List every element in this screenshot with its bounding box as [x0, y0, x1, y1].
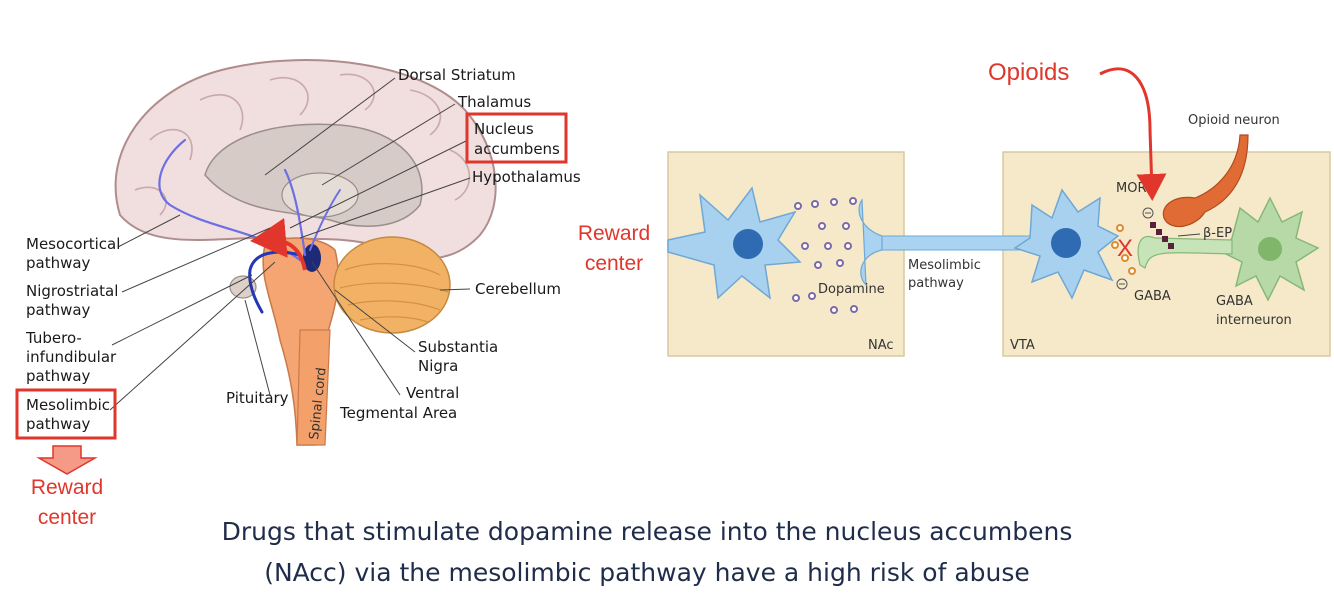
gaba-nucleus — [1258, 237, 1282, 261]
mesocortical-label-line1: Mesocortical — [26, 235, 120, 253]
leader-lines — [109, 77, 471, 411]
opioid-neuron — [1162, 134, 1249, 228]
mor-label: MOR — [1116, 181, 1146, 196]
nac-nucleus — [733, 229, 763, 259]
substantia-nigra-label-line2: Nigra — [418, 357, 458, 375]
cerebellum-shape — [333, 236, 451, 334]
opioid-neuron-label: Opioid neuron — [1188, 113, 1280, 128]
mor-receptors — [1150, 222, 1174, 249]
hypothalamus-label: Hypothalamus — [472, 168, 581, 186]
tubero-label-line3: pathway — [26, 367, 91, 385]
vta-panel-label: VTA — [1010, 338, 1035, 353]
beta-ep-leader — [1177, 233, 1201, 237]
opioids-label: Opioids — [988, 59, 1069, 86]
synapse-diagram: Dopamine Mesolimbic pathway NAc VTA Opio… — [578, 59, 1331, 357]
beta-ep-label: β-EP — [1203, 226, 1232, 241]
vta-label-line1: Ventral — [406, 384, 459, 402]
spinal-cord-shape — [296, 329, 331, 446]
tubero-label-line1: Tubero- — [25, 329, 82, 347]
substantia-nigra-label-line1: Substantia — [418, 338, 498, 356]
thalamus-label: Thalamus — [457, 93, 531, 111]
synapse-reward-label-line2: center — [585, 252, 643, 275]
nucleus-accumbens-label-line2: accumbens — [474, 140, 560, 158]
mesolimbic-highlight-box — [15, 388, 117, 440]
mesolimbic-label-line1: Mesolimbic — [26, 396, 110, 414]
inhibit-x-mark: X — [1117, 235, 1133, 262]
pituitary-label: Pituitary — [226, 389, 289, 407]
opioids-arrow — [1099, 67, 1167, 201]
gaba-axon — [1137, 236, 1233, 269]
mesolimbic-red-arrow — [250, 218, 307, 271]
nigrostriatal-label-line1: Nigrostriatal — [26, 282, 118, 300]
presynaptic-terminal — [858, 198, 883, 287]
gaba-interneuron-label-line2: interneuron — [1216, 313, 1292, 328]
brain-illustration: Spinal cord — [15, 59, 581, 529]
down-arrow-icon — [36, 445, 98, 475]
substantia-nigra-shape — [303, 244, 321, 272]
nac-panel-label: NAc — [868, 338, 894, 353]
mesolimbic-axon — [879, 235, 1031, 251]
inhibition-symbols — [1116, 207, 1154, 290]
gaba-interneuron-label-line1: GABA — [1216, 294, 1253, 309]
dopamine-vesicles — [792, 197, 858, 314]
dopamine-label: Dopamine — [818, 282, 885, 297]
gaba-vesicles — [1111, 224, 1136, 275]
gyri-lines — [134, 73, 471, 216]
caption-line2: (NAcc) via the mesolimbic pathway have a… — [264, 558, 1030, 587]
synapse-reward-label-line1: Reward — [578, 222, 650, 245]
brain-reward-label-line1: Reward — [31, 476, 103, 499]
nucleus-accumbens-highlight-box — [465, 112, 568, 164]
cerebellum-label: Cerebellum — [475, 280, 561, 298]
nigrostriatal-label-line2: pathway — [26, 301, 91, 319]
nucleus-accumbens-label-line1: Nucleus — [474, 120, 534, 138]
thalamus-shape — [281, 172, 359, 218]
dorsal-striatum-label: Dorsal Striatum — [398, 66, 516, 84]
mesolimbic-pathway-label-line1: Mesolimbic — [908, 258, 981, 273]
brain-reward-label-line2: center — [38, 506, 96, 529]
caption-line1: Drugs that stimulate dopamine release in… — [222, 517, 1073, 546]
vta-label-line2: Tegmental Area — [339, 404, 457, 422]
gaba-label: GABA — [1134, 289, 1171, 304]
mesolimbic-pathway-label-line2: pathway — [908, 276, 964, 291]
tubero-label-line2: infundibular — [26, 348, 117, 366]
mesolimbic-label-line2: pathway — [26, 415, 91, 433]
caption: Drugs that stimulate dopamine release in… — [222, 517, 1073, 587]
mesocortical-label-line2: pathway — [26, 254, 91, 272]
vta-nucleus — [1051, 228, 1081, 258]
